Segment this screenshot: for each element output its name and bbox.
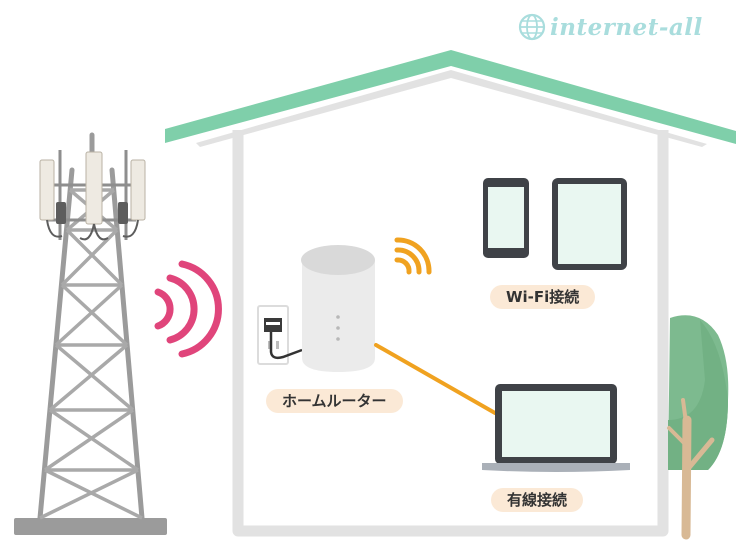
wall-outlet-icon <box>257 305 289 365</box>
home-router-icon <box>301 245 375 372</box>
antenna-panels <box>39 151 146 241</box>
cell-tower-icon <box>14 132 167 535</box>
power-cord <box>269 332 303 360</box>
tablet-icon <box>552 178 627 270</box>
lan-cable-icon <box>374 343 497 415</box>
laptop-icon <box>482 384 630 472</box>
wired-connection-label: 有線接続 <box>491 488 584 512</box>
tree-icon <box>667 315 729 540</box>
logo-text: internet-all <box>550 13 703 41</box>
cell-signal-icon <box>154 260 222 358</box>
logo: internet-all <box>550 10 703 44</box>
house-icon <box>165 50 736 537</box>
home-router-label: ホームルーター <box>266 389 403 413</box>
wifi-connection-label: Wi-Fi接続 <box>490 285 596 309</box>
smartphone-icon <box>483 178 529 258</box>
globe-icon <box>518 13 546 41</box>
wifi-signal-icon <box>394 237 432 275</box>
